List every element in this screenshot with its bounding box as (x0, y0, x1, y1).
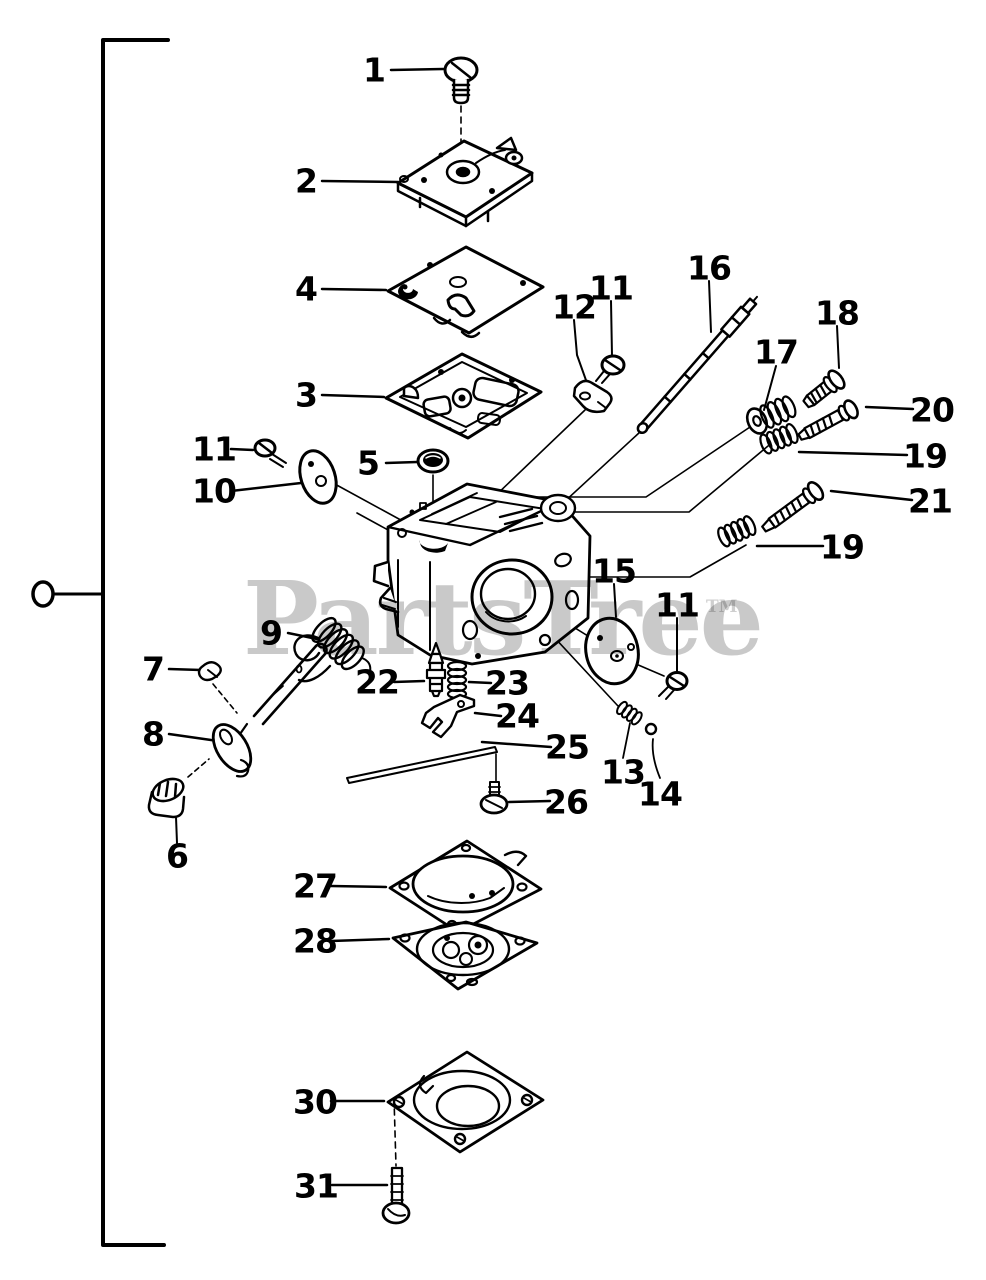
part-7-clip (197, 661, 222, 682)
part-11-screw-right (658, 671, 689, 700)
part-label-17: 17 (754, 332, 799, 372)
part-4-gasket (386, 245, 545, 338)
part-27-gasket (388, 839, 543, 939)
part-label-8: 8 (142, 714, 165, 754)
part-8-lever (211, 723, 253, 778)
part-label-25: 25 (545, 727, 590, 767)
part-1-screw (443, 56, 479, 105)
part-label-28: 28 (293, 921, 338, 961)
part-label-11a: 11 (192, 429, 237, 469)
part-18-screw (802, 369, 846, 409)
leader-lines (167, 67, 915, 1187)
carburetor-body (372, 482, 592, 666)
part-3-plate (384, 352, 543, 440)
part-label-15: 15 (592, 551, 637, 591)
part-19-spring-upper (759, 422, 799, 455)
throttle-shaft (238, 642, 328, 736)
part-label-22: 22 (355, 662, 400, 702)
grouping-bracket (31, 38, 170, 1247)
part-11-screw-top (595, 354, 626, 384)
part-label-11c: 11 (655, 585, 700, 625)
part-label-13: 13 (601, 752, 646, 792)
part-label-19a: 19 (903, 436, 948, 476)
part-20-screw (797, 399, 859, 441)
part-label-12: 12 (552, 287, 597, 327)
part-label-26: 26 (544, 782, 589, 822)
part-label-23: 23 (485, 663, 530, 703)
watermark-tm: TM (706, 597, 738, 617)
part-24-fork (420, 693, 476, 739)
part-label-11b: 11 (589, 268, 634, 308)
part-12-bracket (572, 379, 613, 414)
part-16-needle (636, 295, 759, 435)
part-label-24: 24 (495, 696, 540, 736)
part-31-screw (381, 1166, 411, 1225)
part-label-3: 3 (295, 375, 318, 415)
part-2-pump-cover (396, 136, 534, 228)
part-17-spring (745, 395, 797, 435)
part-label-2: 2 (295, 161, 318, 201)
part-label-9: 9 (260, 613, 283, 653)
part-label-30: 30 (293, 1082, 338, 1122)
part-label-1: 1 (363, 50, 386, 90)
part-5-grommet (416, 448, 450, 474)
part-28-diaphragm (391, 920, 539, 991)
part-label-31: 31 (294, 1166, 339, 1206)
part-11-screw-left (253, 438, 287, 468)
part-25-rod (346, 746, 498, 784)
part-21-screw (761, 481, 825, 533)
part-19-spring-lower (717, 515, 757, 548)
part-label-7: 7 (142, 649, 165, 689)
part-label-16: 16 (687, 248, 732, 288)
part-label-5: 5 (357, 443, 380, 483)
part-22-needle-valve (425, 641, 447, 698)
part-label-6: 6 (166, 836, 189, 876)
part-label-4: 4 (295, 269, 318, 309)
watermark-text: PartsTree (243, 559, 764, 678)
part-15-choke-plate (584, 616, 640, 686)
part-30-cover (386, 1050, 545, 1154)
part-26-screw (479, 781, 509, 815)
part-label-27: 27 (293, 866, 338, 906)
part-13-spring (616, 700, 643, 726)
part-14-ball (644, 722, 658, 736)
part-6-knob (147, 777, 186, 819)
part-label-14: 14 (638, 774, 683, 814)
part-label-18: 18 (815, 293, 860, 333)
part-label-19b: 19 (820, 527, 865, 567)
part-label-21: 21 (908, 481, 953, 521)
part-label-20: 20 (910, 390, 955, 430)
part-10-throttle-plate (298, 449, 338, 505)
part-label-10: 10 (192, 471, 237, 511)
